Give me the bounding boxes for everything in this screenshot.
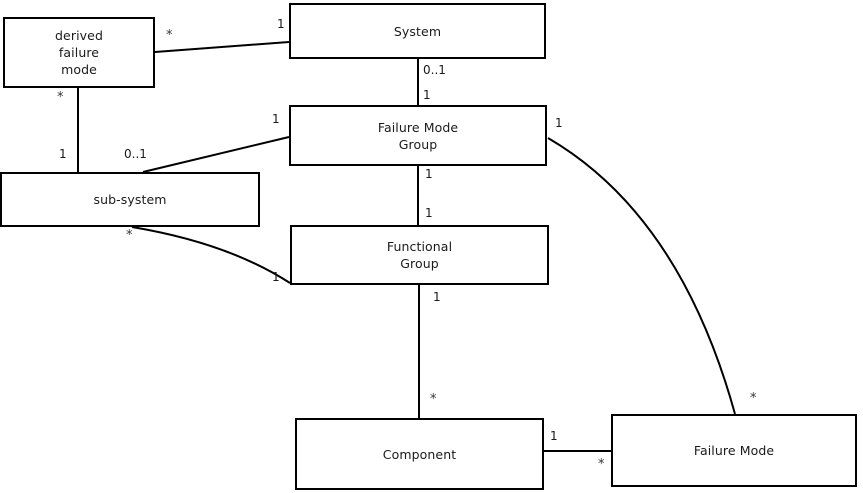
- multiplicity-label-component-fm-one: 1: [550, 429, 558, 443]
- multiplicity-label-subsys-fg-star: *: [126, 228, 133, 243]
- multiplicity-label-subsys-fmg-zeroone: 0..1: [124, 147, 147, 161]
- multiplicity-label-fmg-fg-one-bottom: 1: [425, 206, 433, 220]
- multiplicity-label-fm-component-star: *: [598, 457, 605, 472]
- uml-class-name-component: Component: [382, 446, 457, 462]
- association-line-derived-failure-mode--system: [154, 41, 290, 53]
- uml-class-name-failure-mode-group: Failure Mode Group: [377, 119, 459, 152]
- multiplicity-label-fg-subsys-one: 1: [272, 270, 280, 284]
- multiplicity-label-component-fg-star: *: [430, 392, 437, 407]
- uml-class-name-derived-failure-mode: derived failure mode: [55, 28, 103, 77]
- uml-class-sub-system[interactable]: sub-system: [0, 172, 260, 227]
- multiplicity-label-fmg-subsys-one: 1: [272, 112, 280, 126]
- uml-class-name-system: System: [393, 23, 442, 39]
- uml-class-name-failure-mode: Failure Mode: [693, 443, 775, 458]
- uml-class-system[interactable]: System: [289, 3, 546, 59]
- multiplicity-label-fg-component-one: 1: [433, 290, 441, 304]
- uml-class-functional-group[interactable]: Functional Group: [290, 225, 549, 285]
- association-line-sub-system--failure-mode-group: [142, 136, 290, 173]
- uml-class-derived-failure-mode[interactable]: derived failure mode: [3, 17, 155, 88]
- multiplicity-label-fm-fmg-star: *: [750, 391, 757, 406]
- uml-class-name-sub-system: sub-system: [93, 192, 167, 207]
- multiplicity-label-system-dfm-one: 1: [277, 17, 285, 31]
- multiplicity-label-fmg-fg-one-top: 1: [425, 167, 433, 181]
- multiplicity-label-dfm-system-star: *: [166, 28, 173, 43]
- uml-class-component[interactable]: Component: [295, 418, 544, 490]
- uml-class-failure-mode[interactable]: Failure Mode: [611, 414, 857, 487]
- association-line-sub-system--functional-group: [131, 226, 291, 284]
- uml-class-failure-mode-group[interactable]: Failure Mode Group: [289, 105, 547, 166]
- multiplicity-label-fmg-fm-one: 1: [555, 116, 563, 130]
- multiplicity-label-system-fmg-zeroone: 0..1: [423, 63, 446, 77]
- association-line-failure-mode-group--failure-mode: [547, 137, 736, 415]
- uml-class-name-functional-group: Functional Group: [386, 239, 453, 271]
- multiplicity-label-dfm-subsys-star: *: [57, 90, 64, 105]
- multiplicity-label-fmg-system-one: 1: [423, 88, 431, 102]
- multiplicity-label-subsys-dfm-one: 1: [59, 147, 67, 161]
